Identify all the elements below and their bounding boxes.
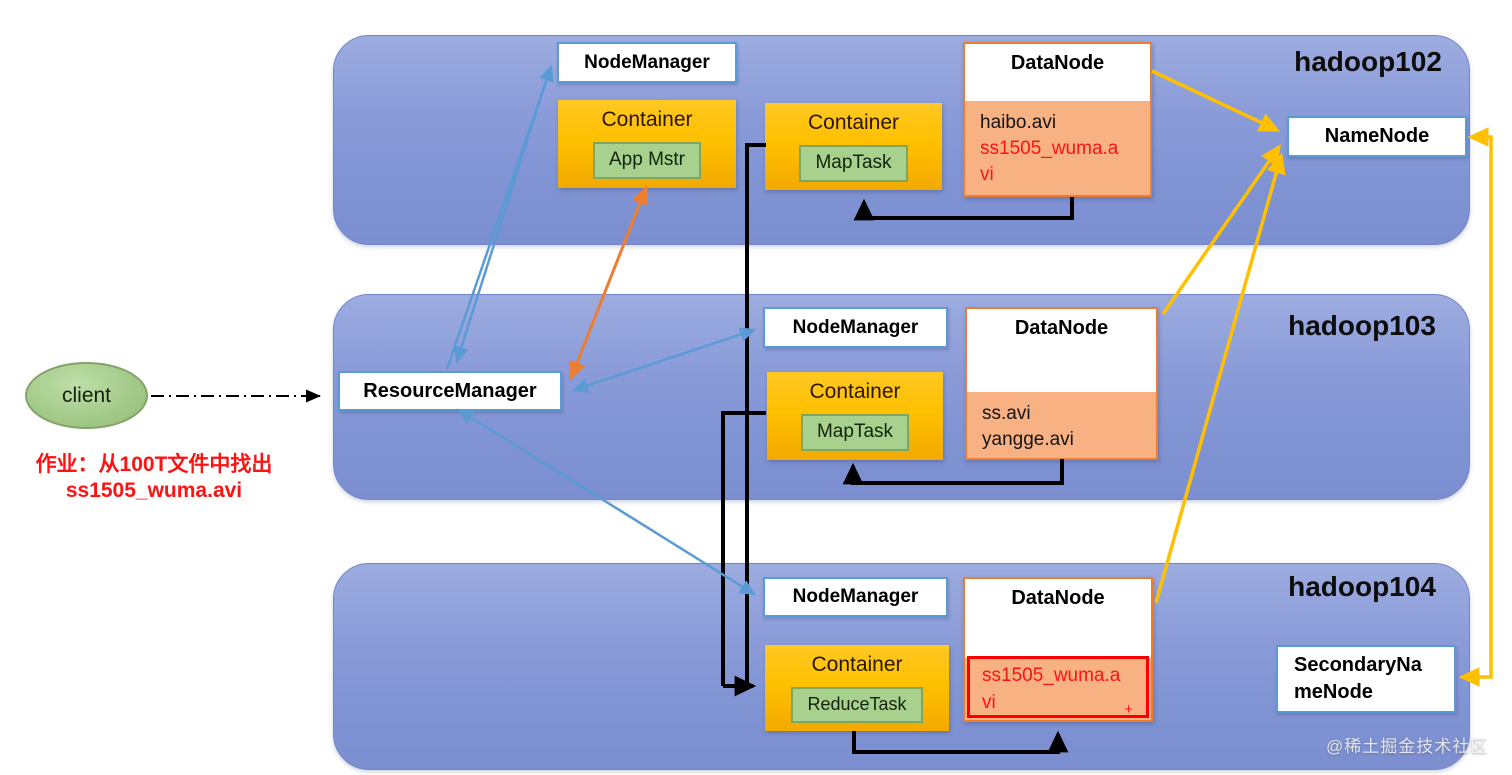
container-title: Container [807,111,900,134]
plus-mark: + [1124,701,1133,718]
datanode-file: vi [980,164,994,185]
datanode-file-list: ss.avi yangge.avi [967,392,1156,453]
datanode-hadoop103: DataNode ss.avi yangge.avi [965,307,1158,460]
datanode-file-list: haibo.avi ss1505_wuma.a vi [965,101,1150,188]
maptask-task: MapTask [800,414,910,451]
datanode-hadoop102: DataNode haibo.avi ss1505_wuma.a vi [963,42,1152,197]
container-appmstr: Container App Mstr [558,100,736,188]
datanode-file: yangge.avi [982,429,1074,450]
container-title: Container [809,380,901,403]
hadoop103-title: hadoop103 [1288,310,1436,341]
reducetask-task: ReduceTask [791,687,923,723]
datanode-file: vi [982,692,996,713]
appmstr-task: App Mstr [592,142,702,179]
nodemanager-hadoop104: NodeManager [763,577,948,617]
resourcemanager: ResourceManager [338,371,562,411]
job-note: 作业：从100T文件中找出 ss1505_wuma.avi [16,452,292,504]
job-note-line1: 作业：从100T文件中找出 [35,453,273,476]
job-note-line2: ss1505_wuma.avi [65,479,243,502]
container-reducetask: Container ReduceTask [765,645,949,731]
client-label: client [61,383,112,407]
nodemanager-hadoop103: NodeManager [763,307,948,348]
hadoop104-title: hadoop104 [1288,571,1436,602]
container-maptask-hadoop102: Container MapTask [765,103,942,190]
datanode-file: ss1505_wuma.a [980,138,1119,159]
maptask-task: MapTask [799,145,908,182]
datanode-file: ss.avi [982,403,1031,424]
container-maptask-hadoop103: Container MapTask [767,372,943,460]
datanode-title: DataNode [967,309,1156,392]
container-title: Container [601,108,693,131]
nodemanager-hadoop102: NodeManager [557,42,737,83]
datanode-title: DataNode [965,579,1151,658]
namenode: NameNode [1287,116,1467,157]
secondarynamenode: SecondaryNa meNode [1276,645,1456,713]
datanode-hadoop104: DataNode ss1505_wuma.a vi + [963,577,1153,722]
hadoop102-title: hadoop102 [1294,46,1442,77]
datanode-title: DataNode [965,44,1150,101]
datanode-highlighted-file: ss1505_wuma.a vi + [967,656,1149,718]
client-ellipse: client [25,362,148,429]
datanode-file: haibo.avi [980,112,1057,133]
secondarynamenode-line1: SecondaryNa [1294,654,1422,676]
secondarynamenode-line2: meNode [1294,681,1373,703]
container-title: Container [811,653,903,676]
watermark: @稀土掘金技术社区 [1326,737,1489,756]
datanode-file: ss1505_wuma.a [982,665,1121,686]
